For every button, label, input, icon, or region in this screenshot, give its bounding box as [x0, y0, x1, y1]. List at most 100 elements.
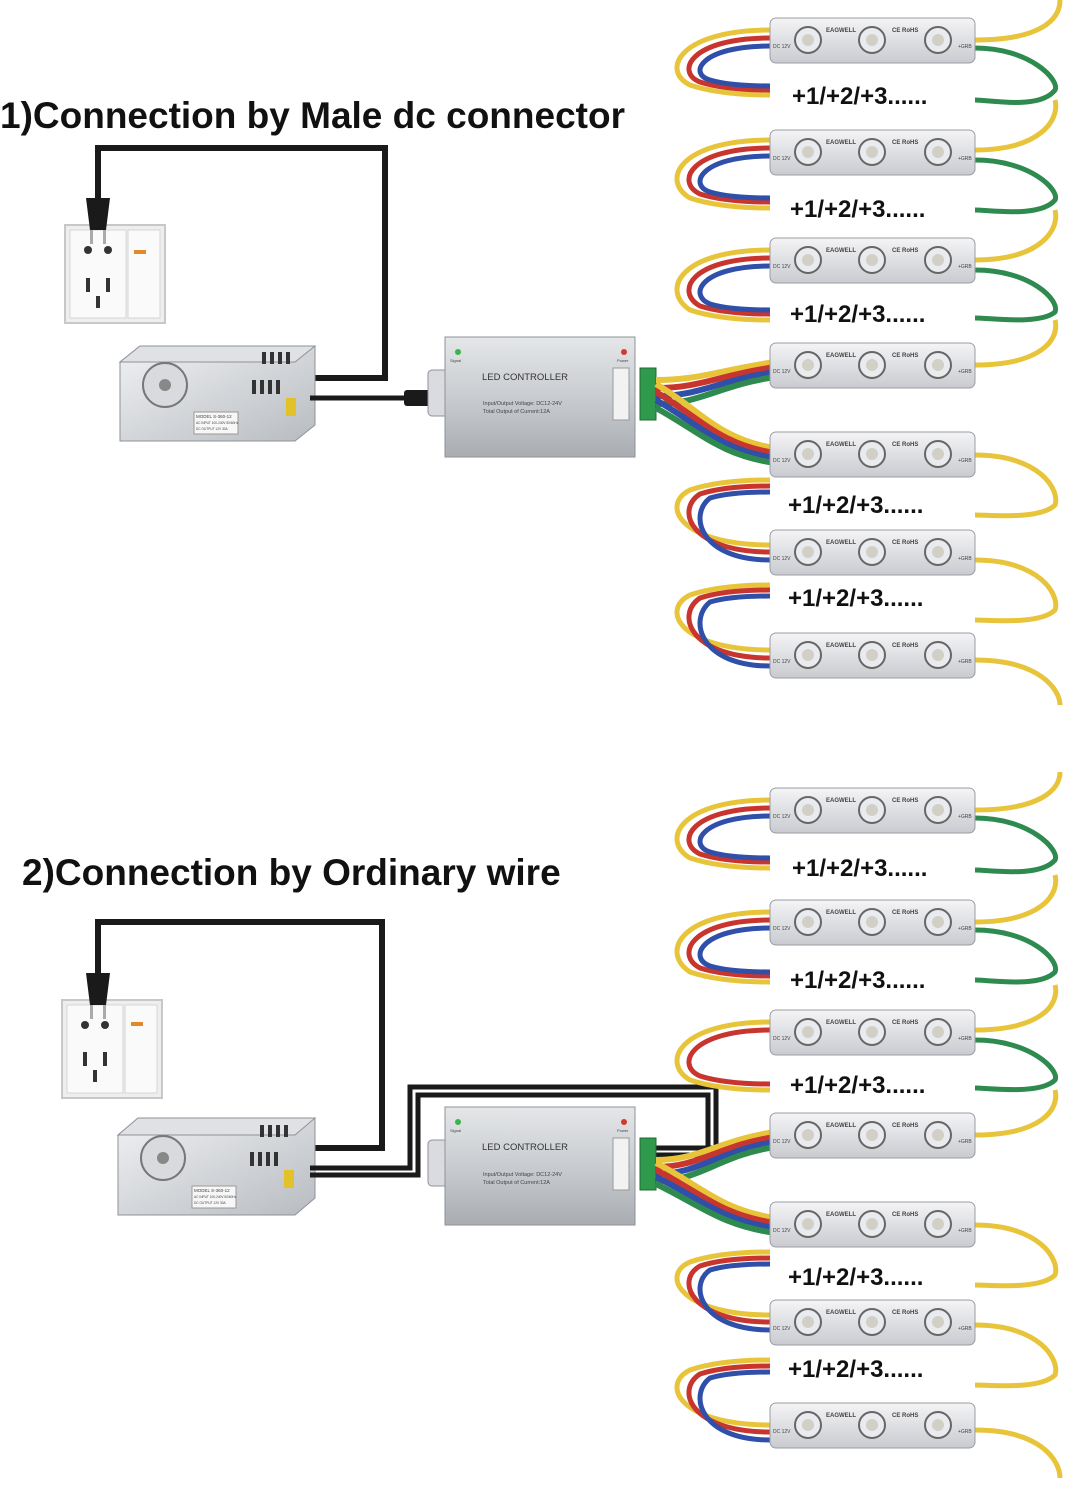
chain-wiring-loops [674, 0, 1063, 706]
repeat-label: +1/+2/+3...... [788, 1264, 923, 1291]
led-module-icon: EAGWELL CE RoHS DC 12V +GRB [769, 237, 976, 284]
signal-label: Signal [450, 358, 461, 363]
repeat-label: +1/+2/+3...... [790, 1072, 925, 1099]
svg-text:+GRB: +GRB [958, 44, 972, 50]
controller-output-wires [654, 1129, 776, 1236]
svg-text:CE RoHS: CE RoHS [892, 248, 918, 254]
led-module-icon: EAGWELL CE RoHS DC 12V +GRB [769, 1201, 976, 1248]
controller-spec-voltage: Input/Output Voltage: DC12-24V [483, 1172, 562, 1178]
svg-text:DC 12V: DC 12V [773, 264, 791, 270]
section-heading: 2)Connection by Ordinary wire [22, 852, 561, 893]
led-module-icon: EAGWELL CE RoHS DC 12V +GRB [769, 342, 976, 389]
power-supply-icon: MODEL S-360-12 AC INPUT 100-240V 50/60Hz… [118, 345, 317, 442]
svg-text:+GRB: +GRB [958, 659, 972, 665]
led-module-icon: EAGWELL CE RoHS DC 12V +GRB [769, 129, 976, 176]
svg-text:CE RoHS: CE RoHS [892, 1123, 918, 1129]
section-male-dc-connector: 1)Connection by Male dc connector [0, 0, 1063, 706]
psu-output: DC OUTPUT 12V 30A [194, 1201, 227, 1205]
repeat-label: +1/+2/+3...... [788, 492, 923, 519]
svg-text:EAGWELL: EAGWELL [826, 1020, 856, 1026]
repeat-label: +1/+2/+3...... [790, 196, 925, 223]
svg-text:DC 12V: DC 12V [773, 814, 791, 820]
led-module-icon: EAGWELL CE RoHS DC 12V +GRB [769, 1299, 976, 1346]
svg-text:CE RoHS: CE RoHS [892, 353, 918, 359]
svg-text:EAGWELL: EAGWELL [826, 643, 856, 649]
svg-text:CE RoHS: CE RoHS [892, 140, 918, 146]
repeat-label: +1/+2/+3...... [790, 967, 925, 994]
led-module-icon: EAGWELL CE RoHS DC 12V +GRB [769, 431, 976, 478]
repeat-label: +1/+2/+3...... [790, 301, 925, 328]
power-label: Power [617, 358, 629, 363]
led-module-icon: EAGWELL CE RoHS DC 12V +GRB [769, 632, 976, 679]
power-supply-icon: MODEL S-360-12 AC INPUT 100-240V 50/60Hz… [116, 1117, 317, 1216]
svg-text:EAGWELL: EAGWELL [826, 540, 856, 546]
power-label: Power [617, 1128, 629, 1133]
led-module-icon: EAGWELL CE RoHS DC 12V +GRB [769, 1402, 976, 1449]
svg-text:EAGWELL: EAGWELL [826, 1413, 856, 1419]
wall-socket-icon [61, 999, 163, 1099]
svg-text:DC 12V: DC 12V [773, 458, 791, 464]
led-module-icon: EAGWELL CE RoHS DC 12V +GRB [769, 899, 976, 946]
svg-text:DC 12V: DC 12V [773, 44, 791, 50]
svg-text:DC 12V: DC 12V [773, 156, 791, 162]
psu-model: MODEL S-360-12 [194, 1188, 230, 1193]
svg-text:DC 12V: DC 12V [773, 556, 791, 562]
svg-text:CE RoHS: CE RoHS [892, 1310, 918, 1316]
led-module-icon: EAGWELL CE RoHS DC 12V +GRB [769, 1009, 976, 1056]
repeat-label: +1/+2/+3...... [792, 855, 927, 882]
svg-text:+GRB: +GRB [958, 369, 972, 375]
led-module-chain-2: EAGWELL CE RoHS DC 12V +GRB EAGWELL CE R… [769, 787, 976, 1449]
led-controller-icon: Signal Power LED CONTROLLER Input/Output… [427, 336, 657, 458]
svg-text:CE RoHS: CE RoHS [892, 1212, 918, 1218]
svg-text:+GRB: +GRB [958, 814, 972, 820]
svg-text:DC 12V: DC 12V [773, 1429, 791, 1435]
svg-text:CE RoHS: CE RoHS [892, 540, 918, 546]
svg-text:EAGWELL: EAGWELL [826, 798, 856, 804]
section-ordinary-wire: 2)Connection by Ordinary wire [22, 771, 1063, 1479]
psu-input: AC INPUT 100-240V 50/60Hz [194, 1195, 237, 1199]
svg-text:+GRB: +GRB [958, 1036, 972, 1042]
svg-text:DC 12V: DC 12V [773, 926, 791, 932]
wall-socket-icon [64, 224, 166, 324]
svg-text:DC 12V: DC 12V [773, 1036, 791, 1042]
svg-text:EAGWELL: EAGWELL [826, 910, 856, 916]
svg-text:+GRB: +GRB [958, 264, 972, 270]
led-controller-icon: Signal Power LED CONTROLLER Input/Output… [427, 1106, 657, 1226]
svg-text:+GRB: +GRB [958, 926, 972, 932]
psu-output: DC OUTPUT 12V 30A [196, 427, 229, 431]
svg-text:DC 12V: DC 12V [773, 1228, 791, 1234]
svg-text:+GRB: +GRB [958, 1429, 972, 1435]
svg-text:CE RoHS: CE RoHS [892, 798, 918, 804]
svg-text:CE RoHS: CE RoHS [892, 442, 918, 448]
plug-icon [86, 973, 110, 1019]
svg-text:+GRB: +GRB [958, 1228, 972, 1234]
psu-input: AC INPUT 100-240V 50/60Hz [196, 421, 239, 425]
mains-cable [95, 919, 385, 1151]
led-module-chain-1: EAGWELL CE RoHS DC 12V +GRB EAGWELL CE R… [769, 17, 976, 679]
controller-spec-voltage: Input/Output Voltage: DC12-24V [483, 401, 562, 407]
svg-text:CE RoHS: CE RoHS [892, 1020, 918, 1026]
repeat-label: +1/+2/+3...... [788, 1356, 923, 1383]
section-heading: 1)Connection by Male dc connector [0, 95, 625, 136]
psu-model: MODEL S-360-12 [196, 414, 232, 419]
svg-text:EAGWELL: EAGWELL [826, 1123, 856, 1129]
svg-text:CE RoHS: CE RoHS [892, 643, 918, 649]
svg-text:EAGWELL: EAGWELL [826, 248, 856, 254]
controller-output-wires [654, 359, 776, 466]
svg-text:DC 12V: DC 12V [773, 1326, 791, 1332]
led-module-icon: EAGWELL CE RoHS DC 12V +GRB [769, 787, 976, 834]
led-module-icon: EAGWELL CE RoHS DC 12V +GRB [769, 529, 976, 576]
mains-cable [95, 145, 388, 381]
svg-text:EAGWELL: EAGWELL [826, 140, 856, 146]
repeat-label: +1/+2/+3...... [788, 585, 923, 612]
led-module-icon: EAGWELL CE RoHS DC 12V +GRB [769, 1112, 976, 1159]
svg-text:DC 12V: DC 12V [773, 369, 791, 375]
repeat-label: +1/+2/+3...... [792, 83, 927, 110]
svg-text:EAGWELL: EAGWELL [826, 1212, 856, 1218]
svg-text:EAGWELL: EAGWELL [826, 442, 856, 448]
svg-text:EAGWELL: EAGWELL [826, 1310, 856, 1316]
svg-text:+GRB: +GRB [958, 156, 972, 162]
svg-text:CE RoHS: CE RoHS [892, 28, 918, 34]
svg-text:+GRB: +GRB [958, 458, 972, 464]
svg-text:+GRB: +GRB [958, 556, 972, 562]
